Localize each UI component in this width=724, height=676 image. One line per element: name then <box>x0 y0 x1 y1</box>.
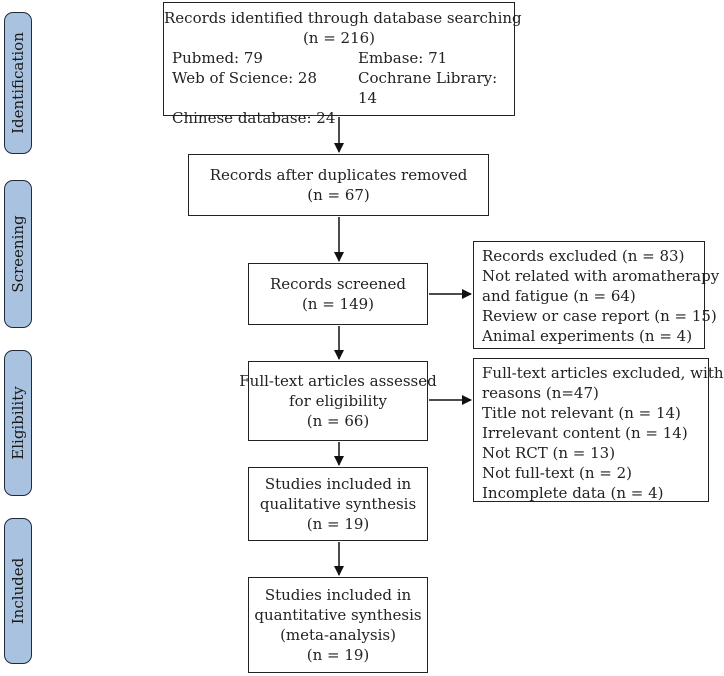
qualitative-line: Studies included in <box>264 475 412 493</box>
fulltext-box: Full-text articles assessed for eligibil… <box>239 361 437 441</box>
fulltext-line: for eligibility <box>289 392 387 410</box>
phase-included: Included <box>4 518 32 664</box>
qualitative-line: qualitative synthesis <box>259 495 417 513</box>
screened-box: Records screened (n = 149) <box>248 263 428 325</box>
duplicates-box: Records after duplicates removed (n = 67… <box>188 154 489 216</box>
source-list: Pubmed: 79 Embase: 71 Web of Science: 28… <box>164 48 514 128</box>
fulltext-excluded-line: Incomplete data (n = 4) <box>482 484 664 502</box>
quantitative-line: quantitative synthesis <box>254 606 422 624</box>
fulltext-excluded-line: Full-text articles excluded, with <box>482 364 724 382</box>
identification-count: (n = 216) <box>302 29 376 47</box>
fulltext-excluded-line: Not full-text (n = 2) <box>482 464 632 482</box>
source-embase: Embase: 71 <box>358 49 448 67</box>
fulltext-excluded-line: Title not relevant (n = 14) <box>482 404 681 422</box>
screened-title: Records screened <box>269 275 406 293</box>
qualitative-box: Studies included in qualitative synthesi… <box>248 467 428 541</box>
fulltext-excluded-box: Full-text articles excluded, with reason… <box>473 358 724 502</box>
identification-title: Records identified through database sear… <box>164 9 522 27</box>
source-wos: Web of Science: 28 <box>172 69 317 87</box>
excluded-line: Animal experiments (n = 4) <box>482 327 693 345</box>
quantitative-line: (n = 19) <box>306 646 370 664</box>
quantitative-line: (meta-analysis) <box>280 626 396 644</box>
qualitative-line: (n = 19) <box>306 515 370 533</box>
fulltext-excluded-line: reasons (n=47) <box>482 384 599 402</box>
source-cochrane: Cochrane Library: 14 <box>358 69 498 107</box>
excluded-line: Not related with aromatherapy <box>482 267 720 285</box>
fulltext-line: (n = 66) <box>306 412 370 430</box>
quantitative-box: Studies included in quantitative synthes… <box>248 577 428 673</box>
fulltext-excluded-line: Irrelevant content (n = 14) <box>482 424 688 442</box>
phase-screening: Screening <box>4 180 32 328</box>
fulltext-line: Full-text articles assessed <box>239 372 437 390</box>
source-pubmed: Pubmed: 79 <box>172 49 263 67</box>
duplicates-title: Records after duplicates removed <box>209 166 468 184</box>
excluded-line: Review or case report (n = 15) <box>482 307 717 325</box>
records-excluded-box: Records excluded (n = 83) Not related wi… <box>473 241 720 349</box>
screened-count: (n = 149) <box>301 295 375 313</box>
duplicates-count: (n = 67) <box>307 186 370 204</box>
quantitative-line: Studies included in <box>264 586 412 604</box>
fulltext-excluded-line: Not RCT (n = 13) <box>482 444 616 462</box>
phase-identification: Identification <box>4 12 32 154</box>
phase-eligibility: Eligibility <box>4 350 32 496</box>
excluded-line: and fatigue (n = 64) <box>482 287 636 305</box>
excluded-line: Records excluded (n = 83) <box>482 247 685 265</box>
identification-box: Records identified through database sear… <box>163 2 522 127</box>
source-chinese: Chinese database: 24 <box>172 109 336 127</box>
